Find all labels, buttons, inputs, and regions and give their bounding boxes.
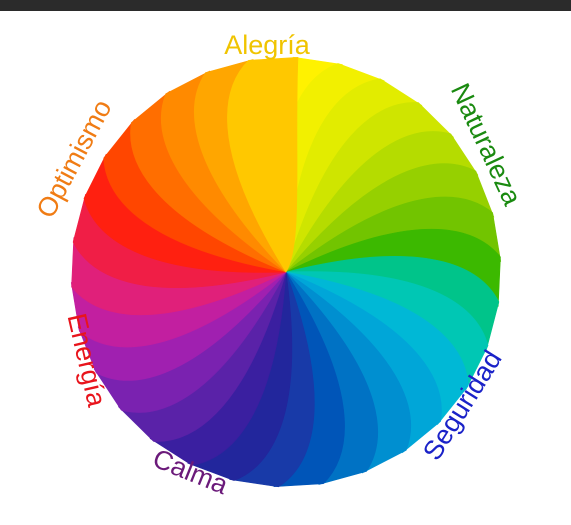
color-wheel: [70, 56, 502, 488]
top-bar: [0, 0, 571, 11]
wheel-segment: [227, 57, 299, 273]
label-alegria: Alegría: [224, 30, 311, 60]
